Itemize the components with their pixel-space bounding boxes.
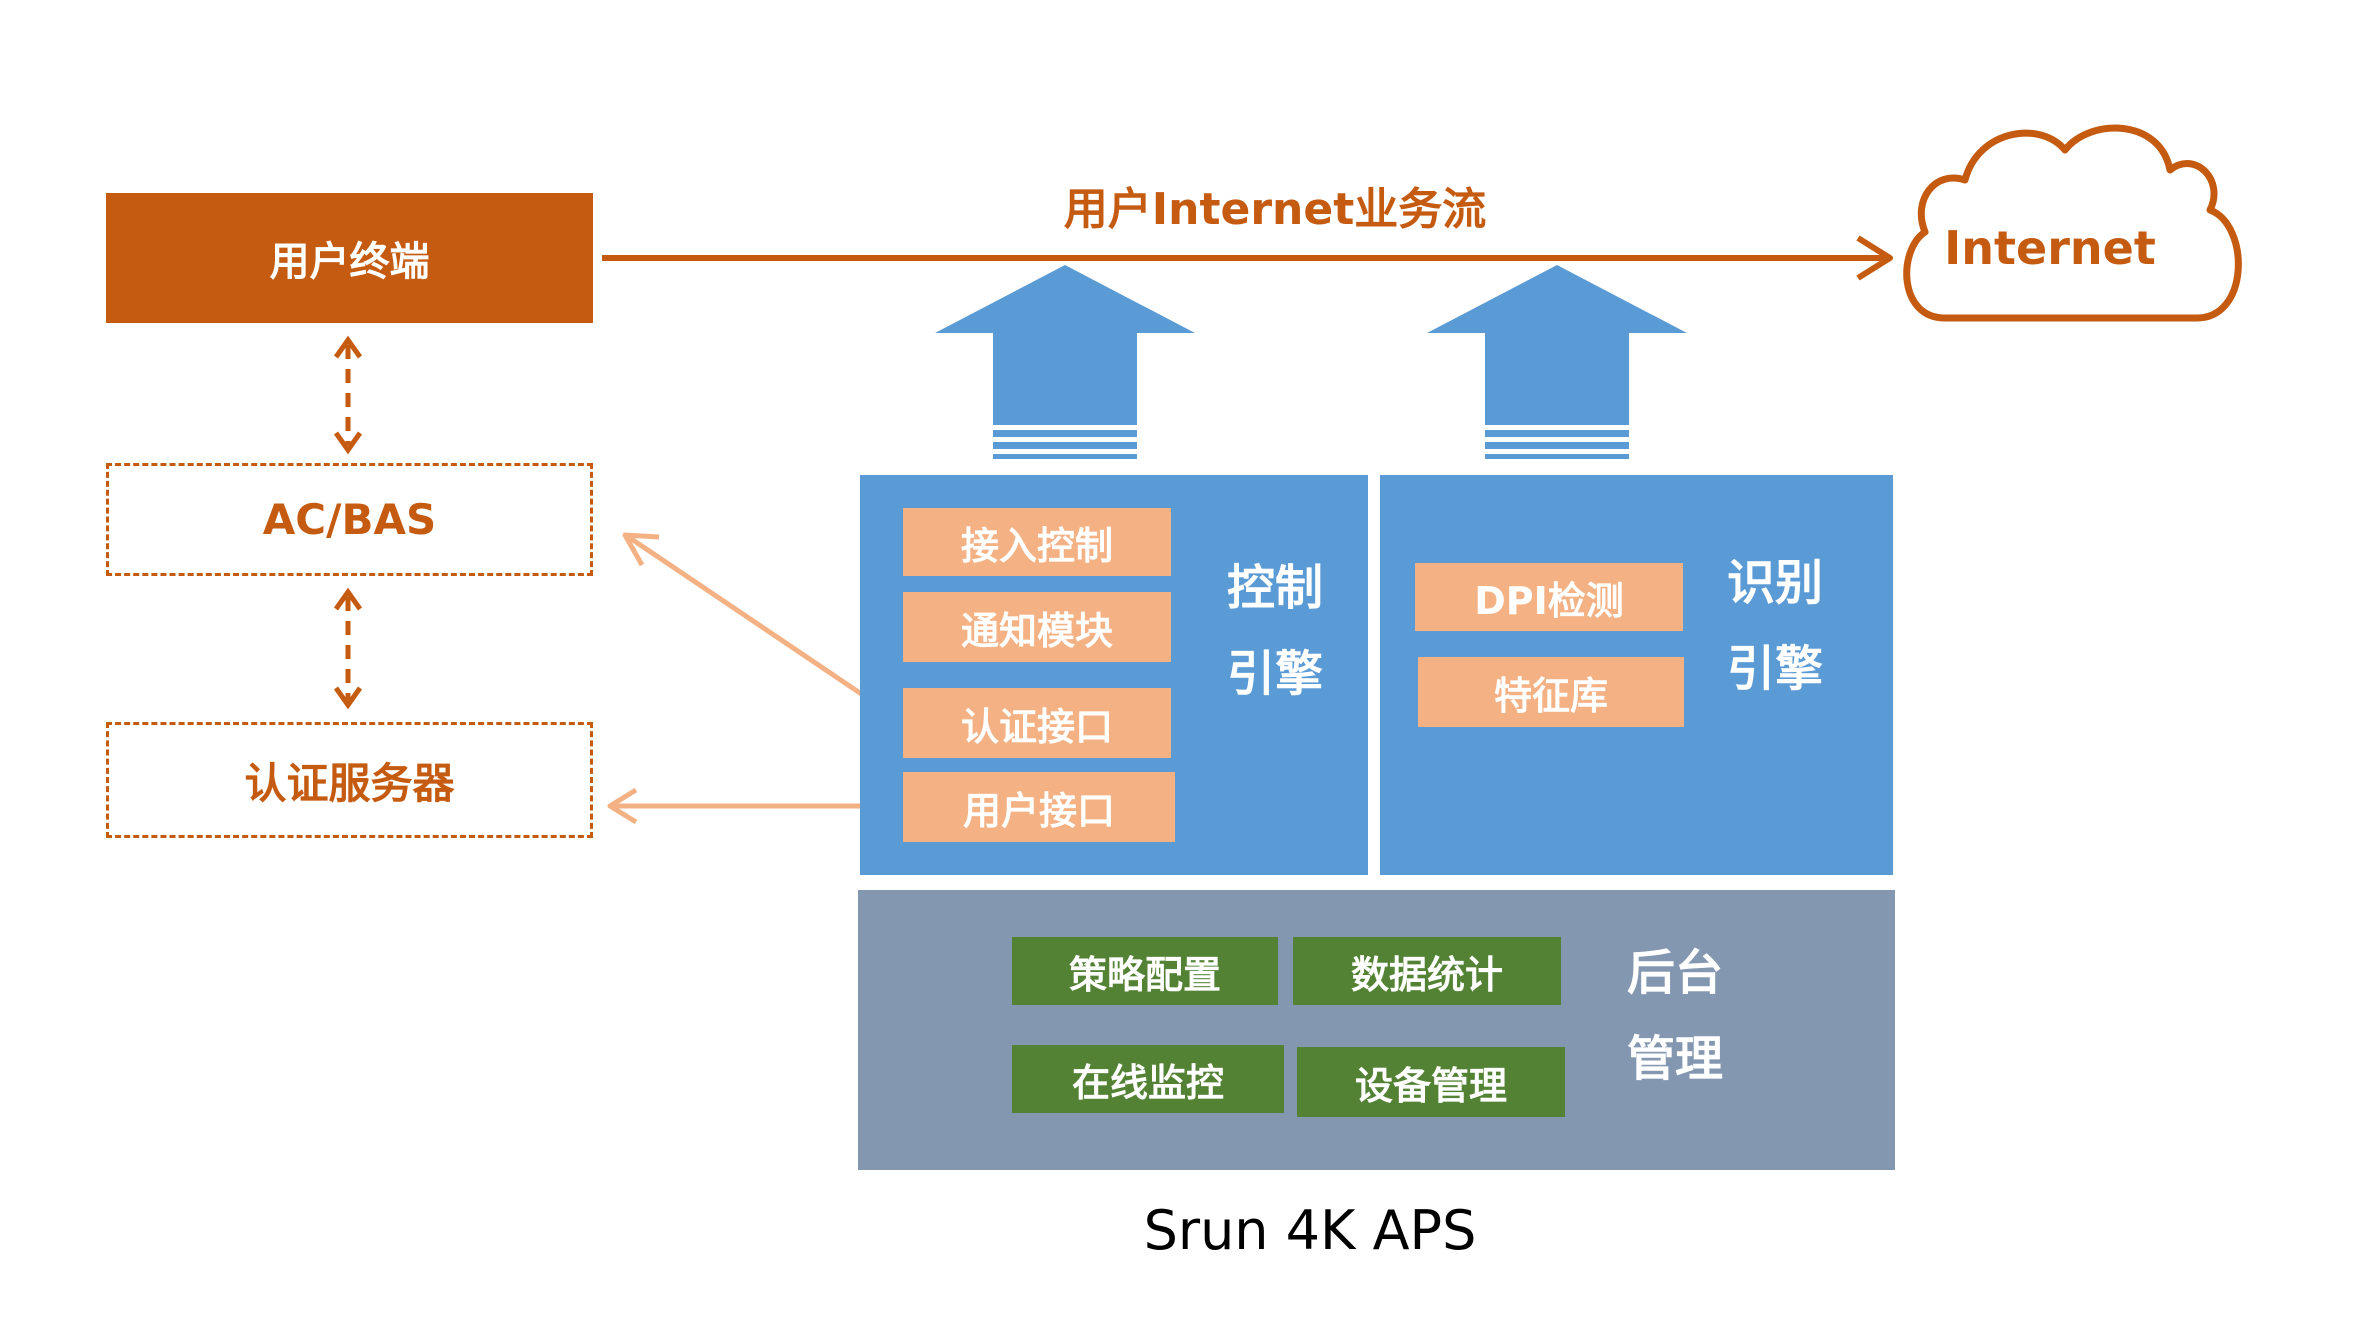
product-caption: Srun 4K APS <box>1143 1198 1477 1262</box>
user-terminal-box: 用户终端 <box>106 193 593 323</box>
data-stats-module: 数据统计 <box>1293 937 1561 1005</box>
identify-engine-label-line1: 识别 <box>1726 555 1823 611</box>
up-arrow-identify <box>1427 265 1687 459</box>
cloud-icon <box>1903 124 2242 322</box>
auth-server-box: 认证服务器 <box>106 722 593 838</box>
control-engine-label-line1: 控制 <box>1226 560 1323 616</box>
auth-interface-arrow <box>622 532 905 725</box>
auth-interface-module: 认证接口 <box>903 688 1171 758</box>
signature-library-module: 特征库 <box>1418 657 1684 727</box>
backend-management-label: 后台 管理 <box>1610 930 1740 1102</box>
device-management-module: 设备管理 <box>1297 1047 1565 1117</box>
flow-title: 用户Internet业务流 <box>1063 184 1487 235</box>
internet-label: Internet <box>1944 221 2156 275</box>
control-engine-label-line2: 引擎 <box>1226 646 1323 702</box>
ac-bas-box: AC/BAS <box>106 463 593 576</box>
access-control-module: 接入控制 <box>903 508 1171 576</box>
identify-engine-label-line2: 引擎 <box>1726 641 1823 697</box>
notify-module: 通知模块 <box>903 592 1171 662</box>
acbas-auth-link <box>333 587 363 710</box>
backend-management-panel <box>858 890 1895 1170</box>
user-interface-arrow <box>607 787 903 825</box>
policy-config-module: 策略配置 <box>1012 937 1278 1005</box>
terminal-acbas-link <box>333 335 363 455</box>
online-monitor-module: 在线监控 <box>1012 1045 1284 1113</box>
up-arrow-control <box>935 265 1195 459</box>
dpi-module: DPI检测 <box>1415 563 1683 631</box>
flow-arrow <box>602 235 1893 281</box>
user-interface-module: 用户接口 <box>903 772 1175 842</box>
control-engine-label: 控制 引擎 <box>1210 545 1340 717</box>
backend-management-label-line2: 管理 <box>1626 1031 1723 1087</box>
backend-management-label-line1: 后台 <box>1626 945 1723 1001</box>
identify-engine-label: 识别 引擎 <box>1710 540 1840 712</box>
